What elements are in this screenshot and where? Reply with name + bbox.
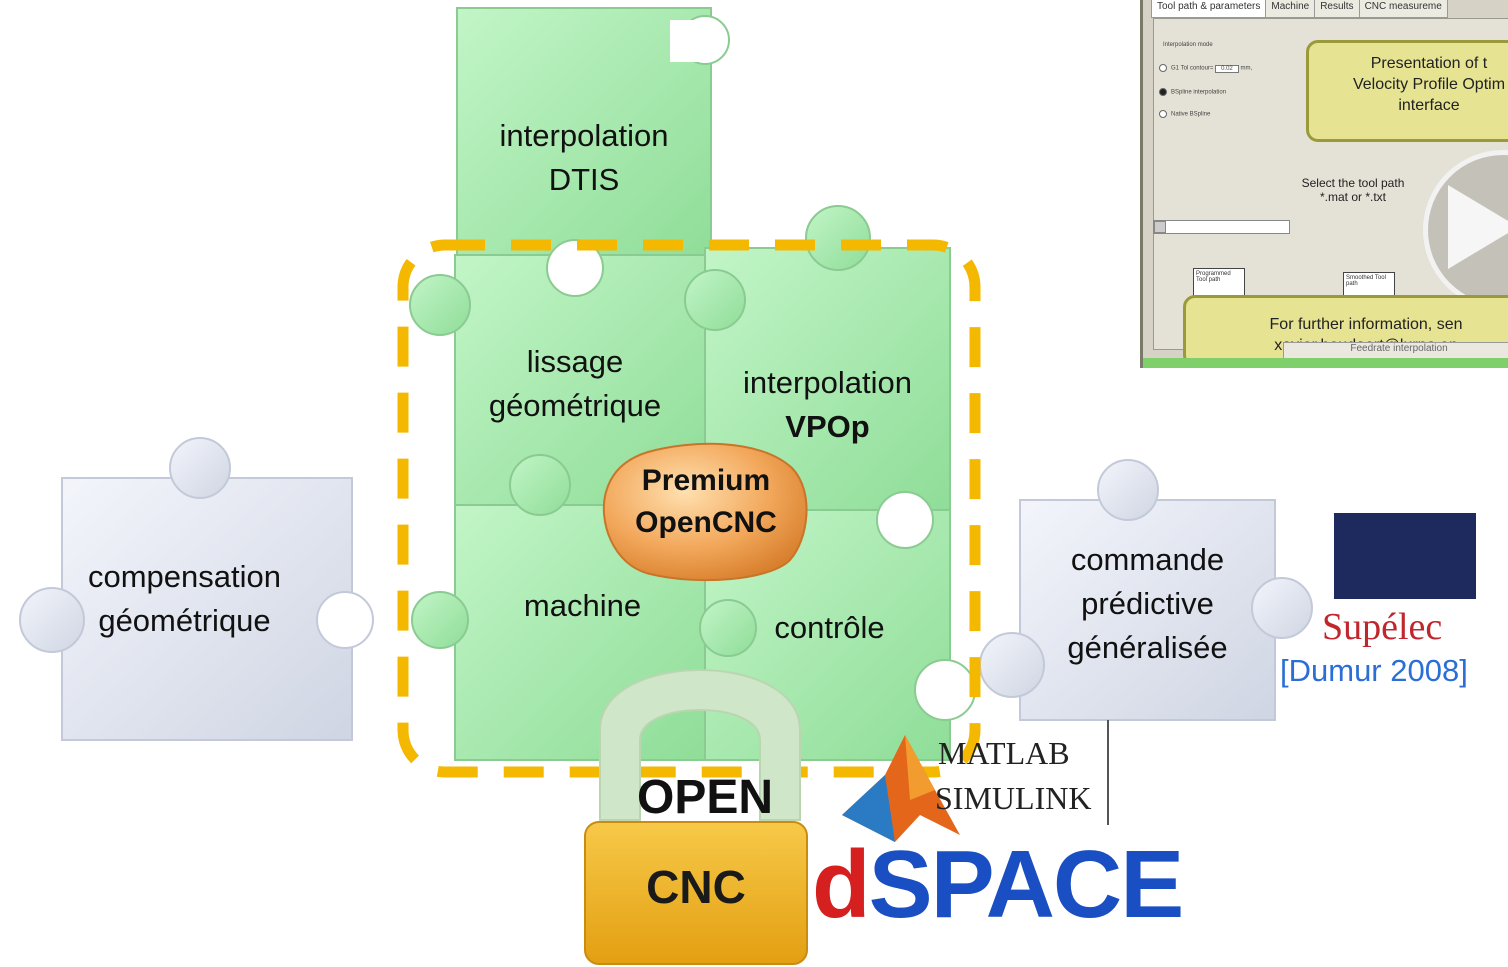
matlab-divider [1107,720,1109,825]
label-dtis-line2: DTIS [548,162,620,197]
label-machine-text: machine [523,588,642,623]
slider-handle[interactable] [1154,221,1166,233]
open-cnc-lock [584,669,808,965]
radio-native-label: Native BSpline [1171,111,1211,118]
supelec-wordmark: Supélec [1322,606,1443,648]
lock-cnc-text: CNC [646,861,746,913]
label-commande-line3: généralisée [1067,630,1228,665]
dspace-rest: SPACE [868,831,1185,938]
piece-dtis [456,7,730,261]
label-dtis: interpolation DTIS [457,114,711,202]
label-vpop-line1: interpolation [743,365,912,400]
label-opencnc: OpenCNC [635,506,777,539]
dspace-d: d [812,831,871,938]
simulink-wordmark: SIMULINK [935,780,1092,816]
label-compensation-line2: géométrique [98,603,271,638]
label-commande: commande prédictive généralisée [1020,538,1275,670]
lock-open-text: OPEN [637,771,774,824]
citation-dumur: [Dumur 2008] [1280,653,1468,688]
label-compensation: compensation géométrique [62,555,307,643]
screenshot-tab-bar: Tool path & parameters Machine Results C… [1151,0,1448,18]
vpop-interface-screenshot: Tool path & parameters Machine Results C… [1140,0,1508,368]
tol-unit: mm, [1240,65,1253,72]
tab-machine[interactable]: Machine [1265,0,1316,18]
matlab-wordmark: MATLAB [938,735,1070,771]
play-icon [1448,185,1508,269]
label-controle-text: contrôle [774,610,885,645]
tol-contour-input[interactable]: 0.02 [1215,64,1239,73]
radio-g1-circle[interactable] [1159,64,1167,72]
presentation-line2: Velocity Profile Optim [1352,76,1506,93]
radio-bspline-label: BSpline interpolation [1171,89,1227,96]
tab-tool-path[interactable]: Tool path & parameters [1151,0,1267,18]
presentation-bubble: Presentation of t Velocity Profile Optim… [1306,40,1508,142]
radio-bspline-circle[interactable] [1159,88,1167,96]
label-compensation-line1: compensation [87,559,281,594]
supelec-logo-box [1334,513,1476,599]
tab-results[interactable]: Results [1314,0,1360,18]
label-vpop-line2: VPOp [785,409,870,444]
label-premium-opencnc: Premium OpenCNC [606,460,806,544]
radio-g1[interactable]: G1 Tol contour= 0.02 mm, [1159,64,1252,73]
label-lissage-line1: lissage [526,344,624,379]
label-machine: machine [455,584,710,628]
label-premium: Premium [641,464,771,497]
select-tool-path-label: Select the tool path *.mat or *.txt [1273,176,1433,204]
tool-path-slider[interactable] [1153,220,1290,234]
label-commande-line2: prédictive [1081,586,1214,621]
presentation-line1: Presentation of t [1370,55,1488,72]
label-vpop: interpolation VPOp [705,361,950,449]
radio-g1-label: G1 Tol contour= [1171,65,1214,72]
piece-compensation [19,437,374,741]
label-controle: contrôle [712,606,947,650]
tab-cnc-measurement[interactable]: CNC measureme [1358,0,1448,18]
label-lissage: lissage géométrique [455,340,695,428]
contact-line1: For further information, sen [1269,316,1463,333]
premium-opencnc-badge [602,442,808,582]
select-tool-path-line1: Select the tool path [1301,176,1405,190]
matlab-logo-icon [842,735,960,842]
radio-bspline[interactable]: BSpline interpolation [1159,88,1226,96]
radio-native-circle[interactable] [1159,110,1167,118]
dspace-wordmark: dSPACE [812,830,1185,940]
label-dtis-line1: interpolation [499,118,669,153]
interp-mode-label: Interpolation mode [1163,42,1213,48]
video-progress-bar[interactable] [1143,358,1508,368]
presentation-line3: interface [1398,97,1460,114]
label-commande-line1: commande [1070,542,1225,577]
radio-native[interactable]: Native BSpline [1159,110,1210,118]
select-tool-path-line2: *.mat or *.txt [1319,190,1387,204]
label-lissage-line2: géométrique [488,388,662,423]
piece-commande [979,459,1313,721]
